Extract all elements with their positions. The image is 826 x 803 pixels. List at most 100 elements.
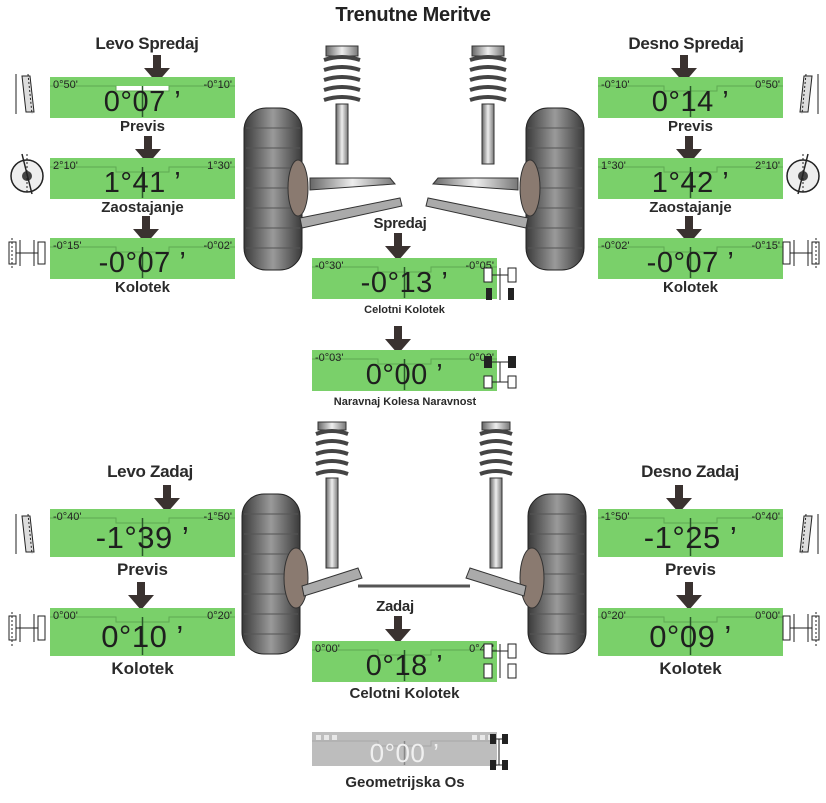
rear-suspension-illustration (241, 421, 587, 655)
left-rear-toe-gauge[interactable]: -0°40' -1°50' -1°39 ’ (50, 509, 235, 557)
camber-diagram-icon (8, 612, 46, 648)
camber-max-label: -0°15' (751, 240, 780, 252)
front-center-title: Spredaj (373, 215, 427, 232)
left-front-toe-gauge[interactable]: 0°50' -0°10' 0°07 ’ (50, 77, 235, 118)
caster-min-label: 1°30' (601, 160, 626, 172)
left-front-camber-label: Kolotek (114, 279, 170, 296)
toe-max-label: 0°50' (755, 79, 780, 91)
camber-max-label: -0°02' (203, 240, 232, 252)
toe-value: 0°14 ’ (651, 86, 730, 118)
left-rear-camber-label: Kolotek (111, 659, 174, 678)
front-suspension-illustration (243, 45, 585, 271)
toe-min-label: 0°50' (53, 79, 78, 91)
down-arrow-icon (671, 55, 697, 83)
down-arrow-icon (144, 55, 170, 83)
straight-ahead-label: Naravnaj Kolesa Naravnost (333, 396, 477, 408)
left-front-toe-label: Previs (119, 118, 166, 135)
caster-value: 1°41 ’ (103, 167, 182, 199)
down-arrow-icon (676, 582, 702, 610)
left-front-caster-gauge[interactable]: 2°10' 1°30' 1°41 ’ (50, 158, 235, 199)
thrust-angle-gauge[interactable]: 0°00 ’ (312, 732, 497, 768)
page-title: Trenutne Meritve (335, 4, 491, 26)
left-rear-camber-gauge[interactable]: 0°00' 0°20' 0°10 ’ (50, 608, 235, 656)
right-front-caster-gauge[interactable]: 1°30' 2°10' 1°42 ’ (598, 158, 783, 199)
toe-max-label: -1°50' (203, 511, 232, 523)
left-front-title: Levo Spredaj (95, 34, 199, 53)
down-arrow-icon (154, 485, 180, 513)
toe-diagram-icon (15, 513, 35, 555)
down-arrow-icon (676, 216, 702, 244)
toe-min-label: -1°50' (601, 511, 630, 523)
total-camber-diagram-icon (483, 267, 517, 300)
camber-min-label: 0°20' (601, 610, 626, 622)
toe-min-label: -0°40' (53, 511, 82, 523)
down-arrow-icon (666, 485, 692, 513)
right-front-camber-gauge[interactable]: -0°02' -0°15' -0°07 ’ (598, 238, 783, 279)
total-camber-min-label: 0°00' (315, 643, 340, 655)
straight-value: 0°00 ’ (365, 359, 444, 391)
total-camber-value: -0°13 ’ (360, 267, 449, 299)
right-front-toe-gauge[interactable]: -0°10' 0°50' 0°14 ’ (598, 77, 783, 118)
straight-ahead-gauge[interactable]: -0°03' 0°03' 0°00 ’ (312, 350, 497, 391)
camber-min-label: -0°15' (53, 240, 82, 252)
camber-value: -0°07 ’ (98, 247, 187, 279)
total-camber-min-label: -0°30' (315, 260, 344, 272)
left-rear-toe-label: Previs (116, 560, 169, 579)
caster-min-label: 2°10' (53, 160, 78, 172)
rear-total-camber-label: Celotni Kolotek (349, 685, 460, 702)
caster-max-label: 1°30' (207, 160, 232, 172)
down-arrow-icon (128, 582, 154, 610)
right-rear-toe-gauge[interactable]: -1°50' -0°40' -1°25 ’ (598, 509, 783, 557)
down-arrow-icon (133, 216, 159, 244)
down-arrow-icon (385, 326, 411, 354)
toe-diagram-icon (799, 73, 819, 115)
caster-max-label: 2°10' (755, 160, 780, 172)
caster-diagram-icon (10, 153, 44, 195)
right-rear-title: Desno Zadaj (641, 462, 739, 481)
camber-min-label: -0°02' (601, 240, 630, 252)
left-front-camber-gauge[interactable]: -0°15' -0°02' -0°07 ’ (50, 238, 235, 279)
front-total-camber-gauge[interactable]: -0°30' -0°05' -0°13 ’ (312, 258, 497, 299)
toe-diagram-icon (15, 73, 35, 115)
right-front-camber-label: Kolotek (662, 279, 718, 296)
down-arrow-icon (385, 233, 411, 261)
rear-total-camber-gauge[interactable]: 0°00' 0°40' 0°18 ’ (312, 641, 497, 682)
camber-value: -0°07 ’ (646, 247, 735, 279)
straight-min-label: -0°03' (315, 352, 344, 364)
caster-value: 1°42 ’ (651, 167, 730, 199)
right-front-title: Desno Spredaj (628, 34, 744, 53)
down-arrow-icon (676, 136, 702, 164)
rear-center-title: Zadaj (376, 598, 414, 615)
caster-diagram-icon (786, 153, 820, 195)
right-rear-camber-gauge[interactable]: 0°20' 0°00' 0°09 ’ (598, 608, 783, 656)
toe-max-label: -0°10' (203, 79, 232, 91)
camber-min-label: 0°00' (53, 610, 78, 622)
right-front-toe-label: Previs (667, 118, 714, 135)
camber-diagram-icon (8, 238, 46, 270)
camber-max-label: 0°20' (207, 610, 232, 622)
straight-ahead-diagram-icon (483, 356, 517, 389)
toe-min-label: -0°10' (601, 79, 630, 91)
camber-value: 0°09 ’ (649, 619, 732, 654)
toe-value: -1°39 ’ (95, 520, 190, 555)
toe-value: 0°07 ’ (103, 86, 182, 118)
right-rear-camber-label: Kolotek (659, 659, 722, 678)
thrust-angle-diagram-icon (490, 734, 508, 770)
right-front-caster-label: Zaostajanje (649, 199, 732, 216)
toe-diagram-icon (799, 513, 819, 555)
total-camber-diagram-icon (483, 643, 517, 679)
left-rear-title: Levo Zadaj (107, 462, 193, 481)
camber-value: 0°10 ’ (101, 619, 184, 654)
total-camber-value: 0°18 ’ (365, 650, 444, 682)
down-arrow-icon (385, 616, 411, 644)
down-arrow-icon (135, 136, 161, 164)
camber-diagram-icon (782, 238, 820, 270)
camber-max-label: 0°00' (755, 610, 780, 622)
toe-max-label: -0°40' (751, 511, 780, 523)
right-rear-toe-label: Previs (664, 560, 717, 579)
front-total-camber-label: Celotni Kolotek (364, 304, 445, 316)
thrust-value: 0°00 ’ (369, 738, 440, 768)
camber-diagram-icon (782, 612, 820, 648)
toe-value: -1°25 ’ (643, 520, 738, 555)
left-front-caster-label: Zaostajanje (101, 199, 184, 216)
